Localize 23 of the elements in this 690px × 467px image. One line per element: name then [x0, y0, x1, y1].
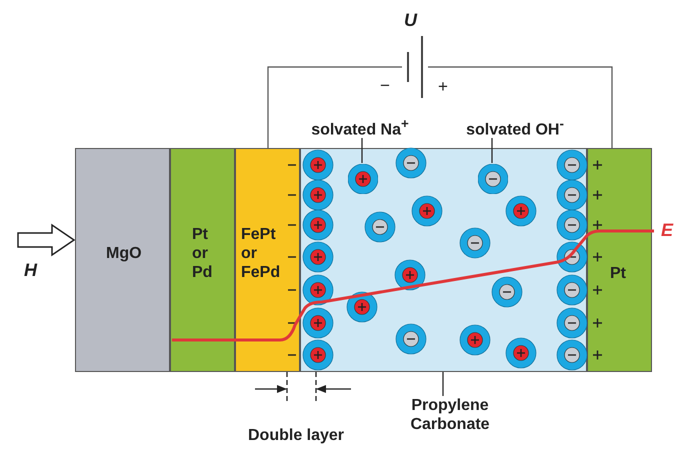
dimension-label: Double layer: [248, 427, 344, 445]
wire: [267, 66, 402, 148]
ion-label: solvated Na$^{+}$: [280, 116, 440, 138]
block-arrow: [17, 224, 76, 256]
substrate-layer: [75, 148, 170, 372]
polarity-label: −: [380, 76, 390, 96]
ferromagnetic-layer: [235, 148, 300, 372]
leader-line: [491, 138, 493, 163]
wire: [428, 66, 613, 148]
leader-line: [442, 372, 444, 396]
layer-label: Pt: [610, 264, 627, 284]
edge-label: H: [24, 260, 37, 281]
electrolyte-label: Propylene Carbonate: [395, 396, 505, 440]
leader-line: [361, 138, 363, 163]
ion-label: solvated OH$^{-}$: [445, 116, 585, 138]
polarity-label: +: [438, 77, 448, 97]
layer-label: Pt or Pd: [192, 225, 214, 283]
layer-label: MgO: [106, 244, 143, 264]
voltage-label: U: [404, 10, 417, 31]
field-label: E: [661, 220, 674, 241]
layer-label: FePt or FePd: [241, 225, 281, 283]
metal-layer: [170, 148, 235, 372]
electrode-layer: [587, 148, 652, 372]
